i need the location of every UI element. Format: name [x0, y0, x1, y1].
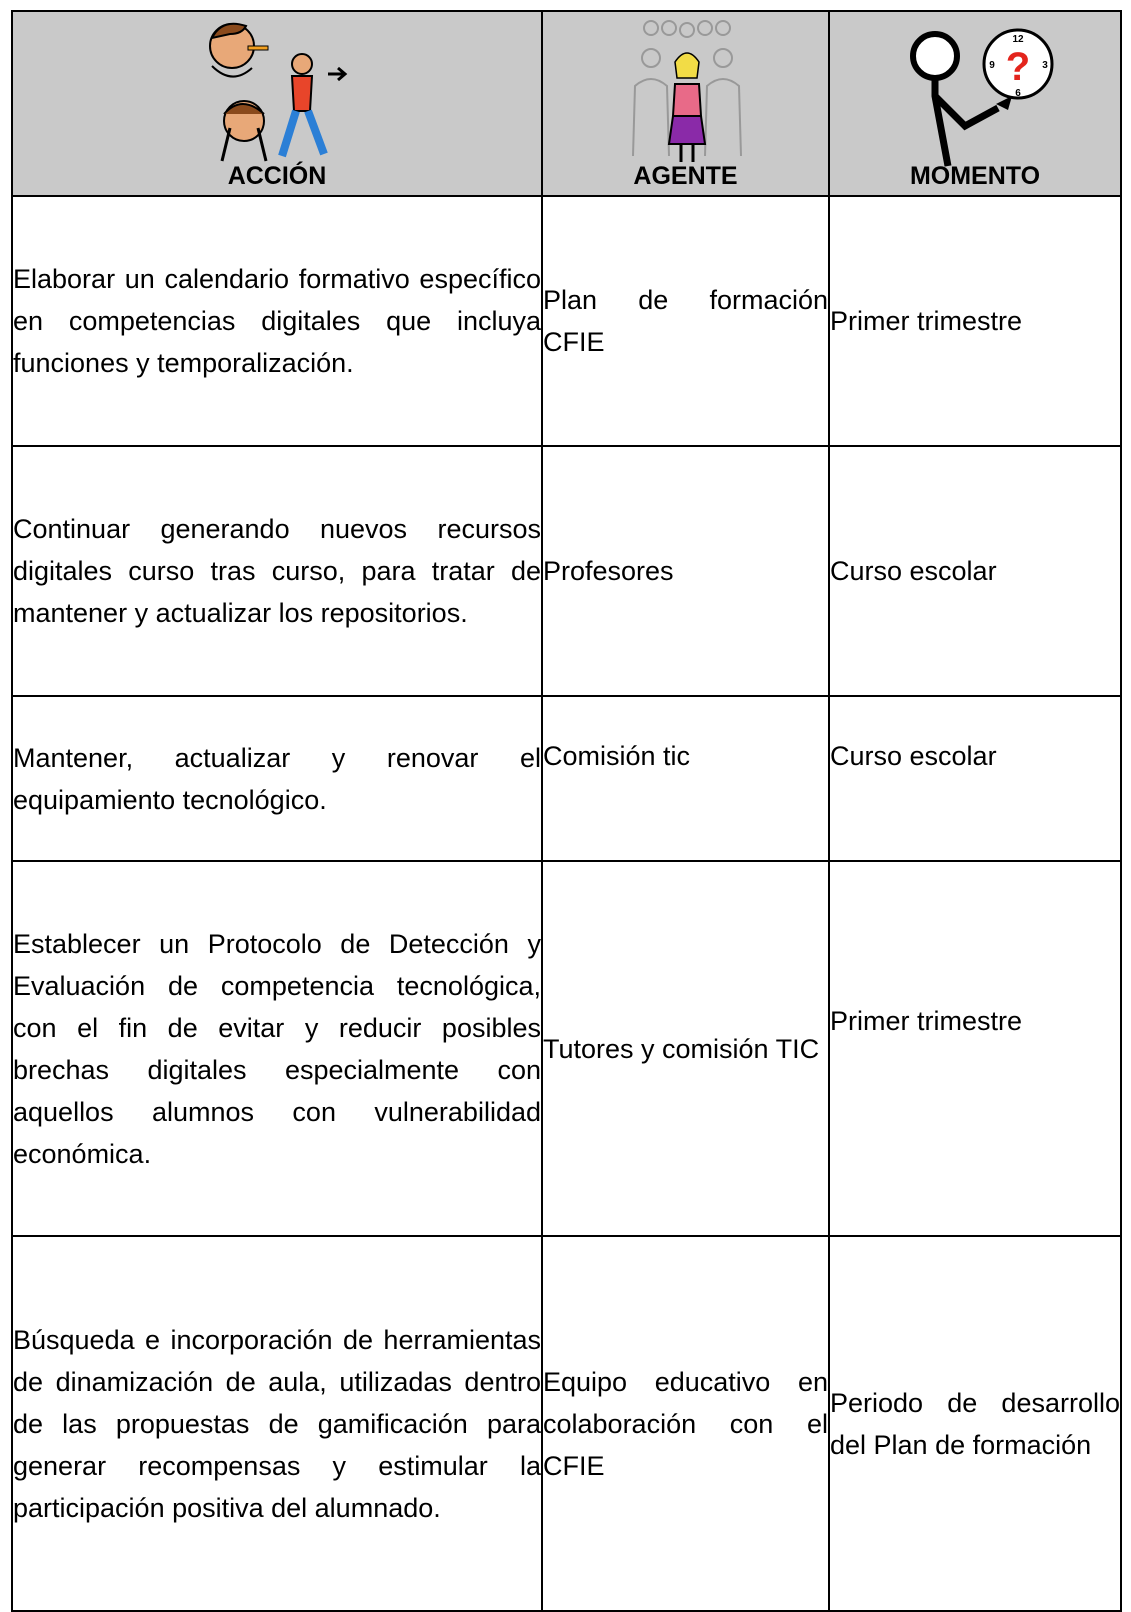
cell-momento: Curso escolar — [828, 695, 1122, 862]
header-agente-label: AGENTE — [633, 162, 738, 190]
cell-agente: Profesores — [541, 445, 830, 697]
svg-text:6: 6 — [1015, 88, 1021, 99]
header-accion-label: ACCIÓN — [227, 162, 327, 190]
cell-accion: Establecer un Protocolo de Detección y E… — [11, 860, 543, 1237]
table-header-row: ACCIÓN AGENTE — [11, 10, 1122, 197]
svg-text:?: ? — [1006, 45, 1030, 89]
table-row: Mantener, actualizar y renovar el equipa… — [11, 695, 1122, 862]
action-plan-table: ACCIÓN AGENTE — [11, 10, 1122, 1612]
table-row: Continuar generando nuevos recursos digi… — [11, 445, 1122, 697]
table-row: Elaborar un calendario formativo específ… — [11, 195, 1122, 447]
header-momento-label: MOMENTO — [909, 162, 1041, 190]
table-row: Búsqueda e incorporación de herramientas… — [11, 1235, 1122, 1612]
table-row: Establecer un Protocolo de Detección y E… — [11, 860, 1122, 1237]
cell-agente: Equipo educativo en colaboración con el … — [541, 1235, 830, 1612]
header-accion: ACCIÓN — [11, 10, 543, 197]
agent-pictogram-icon — [631, 20, 742, 162]
cell-accion: Continuar generando nuevos recursos digi… — [11, 445, 543, 697]
cell-agente: Comisión tic — [541, 695, 830, 862]
cell-momento: Primer trimestre — [828, 195, 1122, 447]
svg-text:9: 9 — [989, 60, 995, 71]
cell-accion: Elaborar un calendario formativo específ… — [11, 195, 543, 447]
svg-text:3: 3 — [1042, 60, 1048, 71]
cell-accion: Mantener, actualizar y renovar el equipa… — [11, 695, 543, 862]
cell-momento: Primer trimestre — [828, 860, 1122, 1237]
cell-momento: Periodo de desarrollo del Plan de formac… — [828, 1235, 1122, 1612]
svg-text:12: 12 — [1012, 34, 1024, 45]
cell-momento: Curso escolar — [828, 445, 1122, 697]
header-agente: AGENTE — [541, 10, 830, 197]
header-momento: 12 6 9 3 ? MOMENTO — [828, 10, 1122, 197]
cell-agente: Tutores y comisión TIC — [541, 860, 830, 1237]
action-pictogram-icon — [209, 22, 348, 162]
cell-agente: Plan de formación CFIE — [541, 195, 830, 447]
cell-accion: Búsqueda e incorporación de herramientas… — [11, 1235, 543, 1612]
time-question-pictogram-icon: 12 6 9 3 ? — [910, 28, 1054, 167]
